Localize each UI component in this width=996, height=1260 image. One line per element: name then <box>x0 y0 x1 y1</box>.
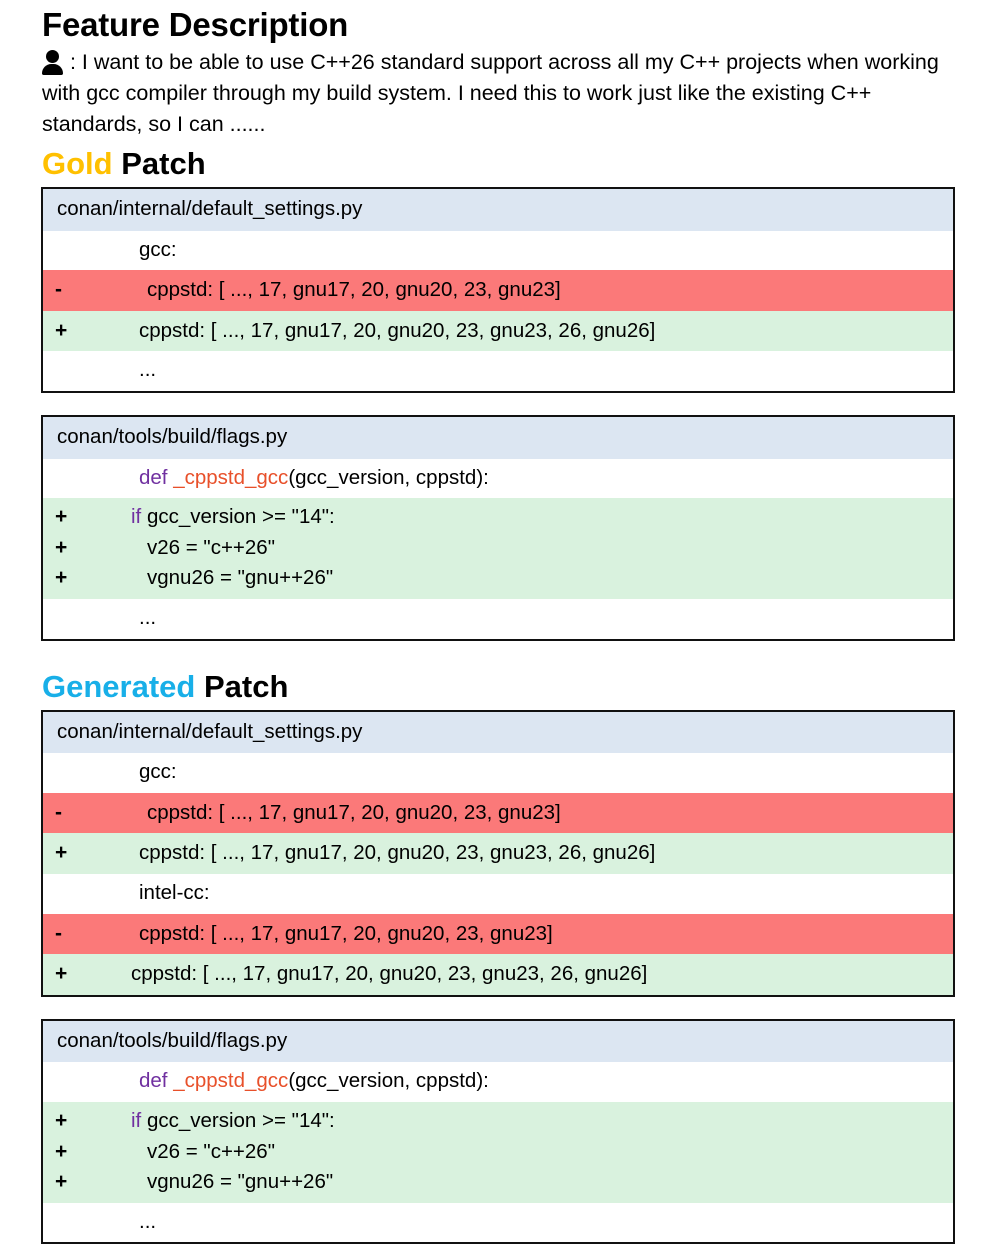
diff-row-removed: - cppstd: [ ..., 17, gnu17, 20, gnu20, 23… <box>43 913 953 955</box>
section-heading-gold: Gold Patch <box>40 140 956 187</box>
diff-box: conan/tools/build/flags.py def _cppstd_gc… <box>41 415 955 641</box>
diff-marker: - <box>55 921 62 945</box>
diff-row-added: + v26 = "c++26" <box>43 1137 953 1168</box>
diff-row-context: ... <box>43 1202 953 1243</box>
diff-file-path: conan/tools/build/flags.py <box>43 417 953 459</box>
diff-code: cppstd: [ ..., 17, gnu17, 20, gnu20, 23,… <box>139 318 656 342</box>
diff-row-added: + vgnu26 = "gnu++26" <box>43 1167 953 1198</box>
diff-row-context: def _cppstd_gcc(gcc_version, cppstd): <box>43 1062 953 1103</box>
diff-marker: + <box>55 535 68 559</box>
diff-marker: + <box>55 1109 68 1133</box>
diff-row-added: + vgnu26 = "gnu++26" <box>43 563 953 594</box>
diff-row-context: gcc: <box>43 230 953 271</box>
diff-row-context: gcc: <box>43 753 953 793</box>
diff-box: conan/internal/default_settings.py gcc: - c… <box>41 709 955 997</box>
diff-row-added: + cppstd: [ ..., 17, gnu17, 20, gnu20, 23… <box>43 954 953 995</box>
section-heading-generated: Generated Patch <box>40 663 956 710</box>
diff-code: v26 = "c++26" <box>147 535 275 559</box>
description-separator: : <box>64 49 82 74</box>
feature-description: : I want to be able to use C++26 standar… <box>40 45 954 140</box>
section-heading-accent: Generated <box>42 668 196 704</box>
diff-row-added: + cppstd: [ ..., 17, gnu17, 20, gnu20, 23… <box>43 833 953 875</box>
diff-code: def _cppstd_gcc(gcc_version, cppstd): <box>139 1069 489 1093</box>
diff-marker: + <box>55 505 68 529</box>
diff-marker: + <box>55 1170 68 1194</box>
diff-marker: - <box>55 278 62 302</box>
section-heading-rest: Patch <box>195 668 289 704</box>
person-icon <box>42 49 63 75</box>
diff-marker: + <box>55 841 68 865</box>
diff-box: conan/internal/default_settings.py gcc: - c… <box>41 187 955 394</box>
diff-code: cppstd: [ ..., 17, gnu17, 20, gnu20, 23,… <box>139 921 553 945</box>
diff-row-context: ... <box>43 351 953 392</box>
description-text: I want to be able to use C++26 standard … <box>42 49 939 136</box>
diff-file-path: conan/internal/default_settings.py <box>43 189 953 231</box>
diff-code: cppstd: [ ..., 17, gnu17, 20, gnu20, 23,… <box>139 841 656 865</box>
diff-file-path: conan/internal/default_settings.py <box>43 711 953 754</box>
diff-row-context: ... <box>43 599 953 639</box>
diff-code: cppstd: [ ..., 17, gnu17, 20, gnu20, 23,… <box>147 278 561 302</box>
diff-file-path: conan/tools/build/flags.py <box>43 1020 953 1063</box>
diff-added-block: + if gcc_version >= "14": + v26 = "c++26" + v… <box>43 1102 953 1203</box>
diff-marker: - <box>55 800 62 824</box>
diff-code: def _cppstd_gcc(gcc_version, cppstd): <box>139 465 489 489</box>
diff-code: ... <box>139 1209 157 1233</box>
diff-code: vgnu26 = "gnu++26" <box>147 566 334 590</box>
diff-row-added: + cppstd: [ ..., 17, gnu17, 20, gnu20, 23… <box>43 310 953 352</box>
diff-code: cppstd: [ ..., 17, gnu17, 20, gnu20, 23,… <box>131 962 648 986</box>
diff-row-context: intel-cc: <box>43 874 953 914</box>
diff-code: gcc: <box>139 237 177 261</box>
diff-row-removed: - cppstd: [ ..., 17, gnu17, 20, gnu20, 23… <box>43 792 953 834</box>
diff-code: if gcc_version >= "14": <box>131 1109 335 1133</box>
diff-code: gcc: <box>139 760 177 784</box>
diff-box: conan/tools/build/flags.py def _cppstd_gc… <box>41 1018 955 1245</box>
diff-row-added: + if gcc_version >= "14": <box>43 1106 953 1137</box>
diff-marker: + <box>55 566 68 590</box>
diff-row-added: + if gcc_version >= "14": <box>43 502 953 533</box>
diff-code: ... <box>139 606 157 629</box>
section-heading-rest: Patch <box>112 145 206 181</box>
diff-row-added: + v26 = "c++26" <box>43 533 953 564</box>
diff-added-block: + if gcc_version >= "14": + v26 = "c++26" + v… <box>43 498 953 599</box>
diff-code: vgnu26 = "gnu++26" <box>147 1170 334 1194</box>
diff-code: intel-cc: <box>139 881 210 905</box>
diff-row-removed: - cppstd: [ ..., 17, gnu17, 20, gnu20, 23… <box>43 270 953 311</box>
diff-code: cppstd: [ ..., 17, gnu17, 20, gnu20, 23,… <box>147 800 561 824</box>
diff-row-context: def _cppstd_gcc(gcc_version, cppstd): <box>43 458 953 499</box>
section-heading-accent: Gold <box>42 145 113 181</box>
diff-marker: + <box>55 1139 68 1163</box>
page-title: Feature Description <box>42 6 349 43</box>
diff-code: if gcc_version >= "14": <box>131 505 335 529</box>
diff-marker: + <box>55 318 68 342</box>
diff-marker: + <box>55 962 68 986</box>
diff-code: ... <box>139 358 157 382</box>
diff-code: v26 = "c++26" <box>147 1139 275 1163</box>
